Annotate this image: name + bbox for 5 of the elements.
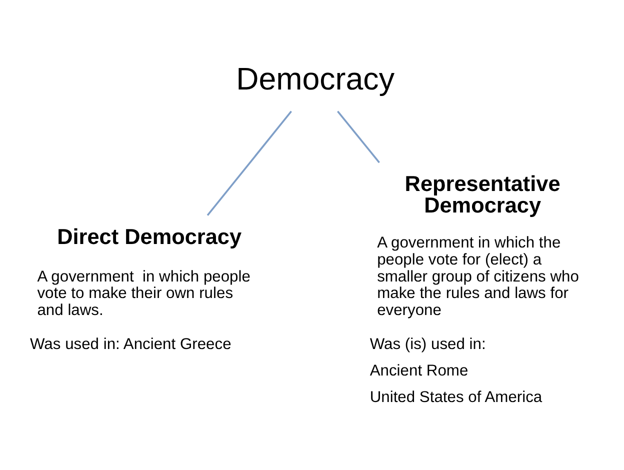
node-text: Direct Democracy A government in which people vote to make their own rules and laws. Was used in: Ancient Greece [30,224,250,353]
connector [206,110,292,216]
node-text: Representative Democracy A government in which the people vote for (elect) a smaller group of citizens who make the rules and laws for everyone Was (is) used in: Ancient Rome United States of America [370,170,579,406]
connector [337,110,380,164]
node-text: Democracy [236,62,394,97]
